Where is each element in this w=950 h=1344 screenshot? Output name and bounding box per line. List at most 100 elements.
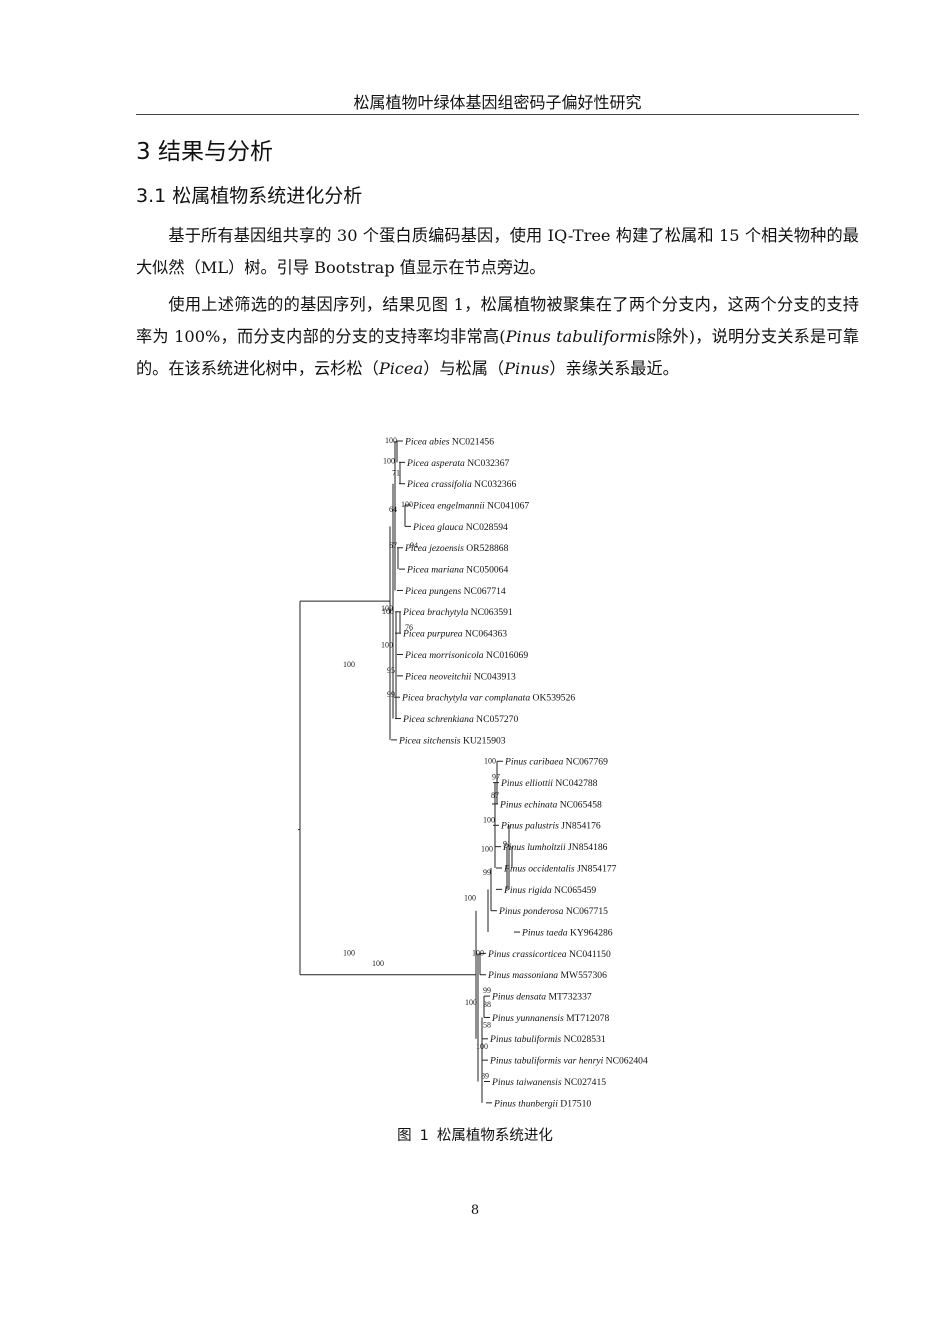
tree-leaf-label: Picea purpurea NC064363 (402, 629, 507, 640)
leaf-accession: NC041067 (487, 500, 529, 511)
bootstrap-value: 97 (492, 773, 500, 782)
bootstrap-value: 100 (465, 998, 477, 1007)
leaf-species: Pinus taeda (521, 927, 570, 938)
leaf-accession: NC067769 (566, 757, 608, 768)
p2-text-c: 除外)，说明分支关系是可靠的。在该系统进化树中，云杉松（ (136, 327, 859, 378)
leaf-species: Pinus palustris (500, 821, 561, 832)
bootstrap-value: 100 (382, 607, 394, 616)
tree-leaf-label: Picea pungens NC067714 (404, 586, 506, 597)
figure-title: 松属植物系统进化 (436, 1128, 553, 1144)
p2-genus-pinus: Pinus (504, 359, 550, 378)
leaf-accession: NC067715 (566, 906, 608, 917)
tree-leaf-label: Picea abies NC021456 (404, 436, 494, 447)
bootstrap-value: 38 (483, 1000, 491, 1009)
p2-text-a: 使用上述筛选的的基因序列，结果见图 1，松属植物被聚集在了两个分支内，这两个分支… (136, 295, 859, 346)
section-heading: 3 结果与分析 (136, 139, 273, 165)
leaf-species: Pinus densata (491, 992, 549, 1003)
leaf-species: Pinus elliottii (500, 778, 555, 789)
bootstrap-value: 58 (483, 1020, 491, 1029)
bootstrap-value: 100 (343, 948, 355, 957)
leaf-accession: KU215903 (463, 735, 506, 746)
leaf-species: Picea mariana (406, 565, 466, 576)
leaf-accession: MT712078 (566, 1013, 609, 1024)
bootstrap-value: 71 (392, 468, 400, 477)
leaf-species: Picea asperata (406, 458, 467, 469)
bootstrap-value: 87 (491, 791, 499, 800)
tree-leaf-label: Picea jezoensis OR528868 (404, 543, 509, 554)
leaf-accession: NC064363 (465, 629, 507, 640)
bootstrap-value: 99 (483, 986, 491, 995)
leaf-accession: NC065459 (554, 885, 596, 896)
tree-leaf-label: Pinus tabuliformis var henryi NC062404 (489, 1056, 648, 1067)
leaf-species: Picea morrisonicola (404, 650, 486, 661)
tree-leaf-label: Picea brachytyla NC063591 (402, 607, 513, 618)
leaf-accession: NC042788 (555, 778, 597, 789)
bootstrap-value: 99 (483, 868, 491, 877)
tree-leaf-label: Pinus occidentalis JN854177 (503, 863, 617, 874)
leaf-species: Picea glauca (412, 522, 466, 533)
leaf-accession: NC028531 (564, 1034, 606, 1045)
bootstrap-value: 100 (343, 660, 355, 669)
tree-leaf-label: Picea glauca NC028594 (412, 522, 508, 533)
leaf-accession: NC057270 (476, 714, 518, 725)
bootstrap-value: 89 (481, 1072, 489, 1081)
leaf-accession: MT732337 (549, 992, 592, 1003)
leaf-species: Picea pungens (404, 586, 464, 597)
leaf-species: Picea engelmannii (412, 500, 487, 511)
tree-leaf-label: Pinus thunbergii D17510 (493, 1098, 591, 1109)
tree-leaf-label: Picea mariana NC050064 (406, 565, 508, 576)
bootstrap-value: 100 (381, 641, 393, 650)
leaf-species: Picea brachytyla var complanata (401, 693, 533, 704)
bootstrap-value: 100 (476, 1042, 488, 1051)
tree-leaf-label: Pinus elliottii NC042788 (500, 778, 598, 789)
tree-leaf-label: Picea sitchensis KU215903 (398, 735, 506, 746)
header-rule (136, 114, 859, 115)
leaf-species: Pinus yunnanensis (491, 1013, 566, 1024)
leaf-accession: NC063591 (471, 607, 513, 618)
leaf-accession: NC050064 (466, 565, 508, 576)
leaf-species: Pinus taiwanensis (491, 1077, 564, 1088)
leaf-species: Pinus rigida (503, 885, 554, 896)
leaf-species: Pinus echinata (499, 799, 560, 810)
bootstrap-value: 100 (401, 500, 413, 509)
leaf-species: Pinus tabuliformis (489, 1034, 564, 1045)
leaf-accession: NC067714 (464, 586, 506, 597)
figure-label: 图 (397, 1128, 412, 1144)
leaf-species: Picea schrenkiana (402, 714, 476, 725)
leaf-accession: NC062404 (606, 1056, 648, 1067)
tree-leaf-label: Picea asperata NC032367 (406, 458, 510, 469)
tree-leaf-label: Pinus ponderosa NC067715 (498, 906, 608, 917)
tree-leaf-label: Pinus tabuliformis NC028531 (489, 1034, 606, 1045)
tree-leaf-label: Pinus massoniana MW557306 (487, 970, 607, 981)
leaf-accession: JN854177 (577, 863, 617, 874)
tree-leaf-label: Pinus lumholtzii JN854186 (502, 842, 608, 853)
leaf-accession: NC043913 (474, 671, 516, 682)
leaf-species: Pinus lumholtzii (502, 842, 568, 853)
leaf-species: Pinus caribaea (504, 757, 566, 768)
bootstrap-value: 67 (389, 541, 397, 550)
p2-species-tabuliformis: Pinus tabuliformis (505, 327, 656, 346)
leaf-species: Picea neoveitchii (404, 671, 474, 682)
tree-leaf-label: Pinus taeda KY964286 (521, 927, 613, 938)
leaf-accession: KY964286 (570, 927, 613, 938)
leaf-species: Pinus ponderosa (498, 906, 566, 917)
leaf-species: Picea purpurea (402, 629, 465, 640)
leaf-accession: NC032366 (474, 479, 516, 490)
bootstrap-value: 76 (405, 623, 413, 632)
leaf-accession: NC028594 (466, 522, 508, 533)
bootstrap-value: 100 (372, 959, 384, 968)
leaf-accession: MW557306 (561, 970, 608, 981)
leaf-accession: NC065458 (560, 799, 602, 810)
figure-number: 1 (419, 1128, 429, 1144)
tree-leaf-label: Picea engelmannii NC041067 (412, 500, 529, 511)
leaf-species: Pinus thunbergii (493, 1098, 560, 1109)
tree-leaf-label: Pinus echinata NC065458 (499, 799, 602, 810)
tree-leaf-label: Picea crassifolia NC032366 (406, 479, 516, 490)
bootstrap-value: 100 (483, 815, 495, 824)
tree-leaf-label: Pinus densata MT732337 (491, 992, 592, 1003)
leaf-accession: JN854176 (561, 821, 601, 832)
leaf-species: Picea brachytyla (402, 607, 471, 618)
